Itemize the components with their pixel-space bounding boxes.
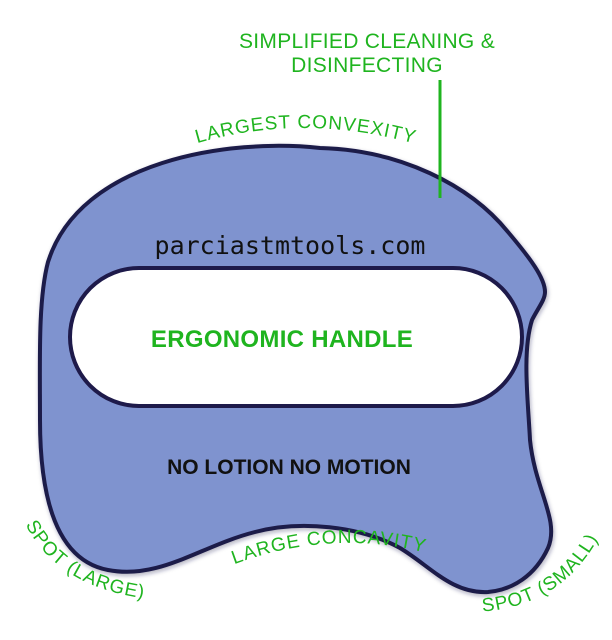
slogan-text: NO LOTION NO MOTION [167, 456, 411, 479]
large-concavity-label: LARGE CONCAVITY [229, 527, 429, 569]
largest-convexity-label: LARGEST CONVEXITY [193, 112, 419, 148]
handle-hole [68, 266, 524, 408]
brand-text: parciastmtools.com [155, 231, 426, 260]
callout-line-2: DISINFECTING [291, 54, 443, 77]
callout-line-1: SIMPLIFIED CLEANING & [239, 30, 495, 53]
ergonomic-handle-label: ERGONOMIC HANDLE [151, 326, 413, 353]
